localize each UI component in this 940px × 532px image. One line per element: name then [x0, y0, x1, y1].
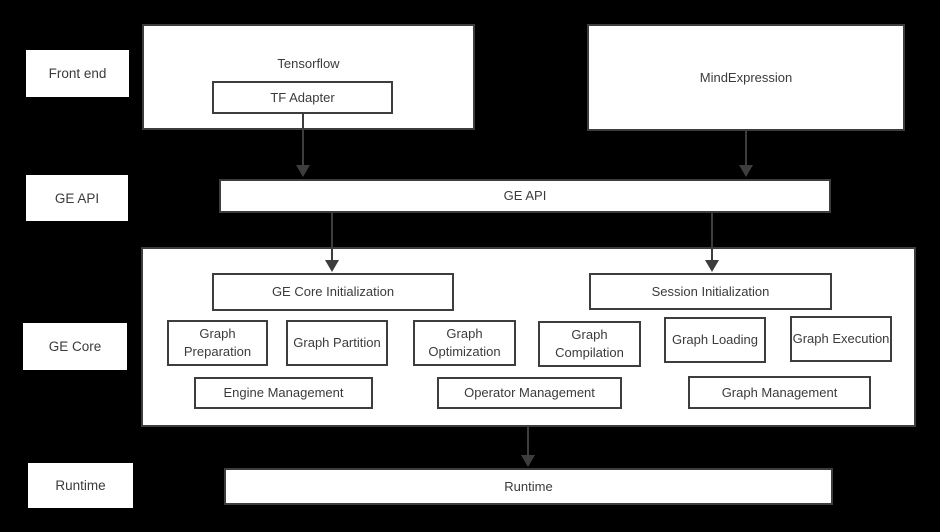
ge-api-bar: GE API — [219, 179, 831, 213]
layer-label-runtime: Runtime — [28, 463, 133, 508]
arrow-mindexpression-to-ge-api — [738, 131, 754, 177]
arrow-ge-api-to-session-init — [704, 213, 720, 272]
arrow-head-icon — [705, 260, 719, 272]
arrow-shaft — [745, 131, 747, 167]
graph-preparation-box: Graph Preparation — [167, 320, 268, 366]
arrow-shaft — [331, 213, 333, 262]
graph-partition-box: Graph Partition — [286, 320, 388, 366]
graph-optimization-box: Graph Optimization — [413, 320, 516, 366]
arrow-tf-adapter-to-ge-api — [295, 114, 311, 177]
graph-execution-box: Graph Execution — [790, 316, 892, 362]
arrow-shaft — [711, 213, 713, 262]
ge-core-initialization-box: GE Core Initialization — [212, 273, 454, 311]
graph-management-box: Graph Management — [688, 376, 871, 409]
arrow-shaft — [302, 114, 304, 167]
mindexpression-box: MindExpression — [587, 24, 905, 131]
arrow-head-icon — [325, 260, 339, 272]
graph-compilation-box: Graph Compilation — [538, 321, 641, 367]
operator-management-box: Operator Management — [437, 377, 622, 409]
arrow-head-icon — [296, 165, 310, 177]
arrow-shaft — [527, 427, 529, 457]
session-initialization-box: Session Initialization — [589, 273, 832, 310]
graph-loading-box: Graph Loading — [664, 317, 766, 363]
arrow-head-icon — [521, 455, 535, 467]
arrow-ge-core-to-runtime — [520, 427, 536, 467]
engine-management-box: Engine Management — [194, 377, 373, 409]
runtime-bar: Runtime — [224, 468, 833, 505]
layer-label-front-end: Front end — [26, 50, 129, 97]
arrow-head-icon — [739, 165, 753, 177]
layer-label-ge-core: GE Core — [23, 323, 127, 370]
arrow-ge-api-to-ge-core-init — [324, 213, 340, 272]
tf-adapter-box: TF Adapter — [212, 81, 393, 114]
tensorflow-label: Tensorflow — [277, 56, 340, 71]
layer-label-ge-api: GE API — [26, 175, 128, 221]
tensorflow-box: Tensorflow TF Adapter — [142, 24, 475, 130]
